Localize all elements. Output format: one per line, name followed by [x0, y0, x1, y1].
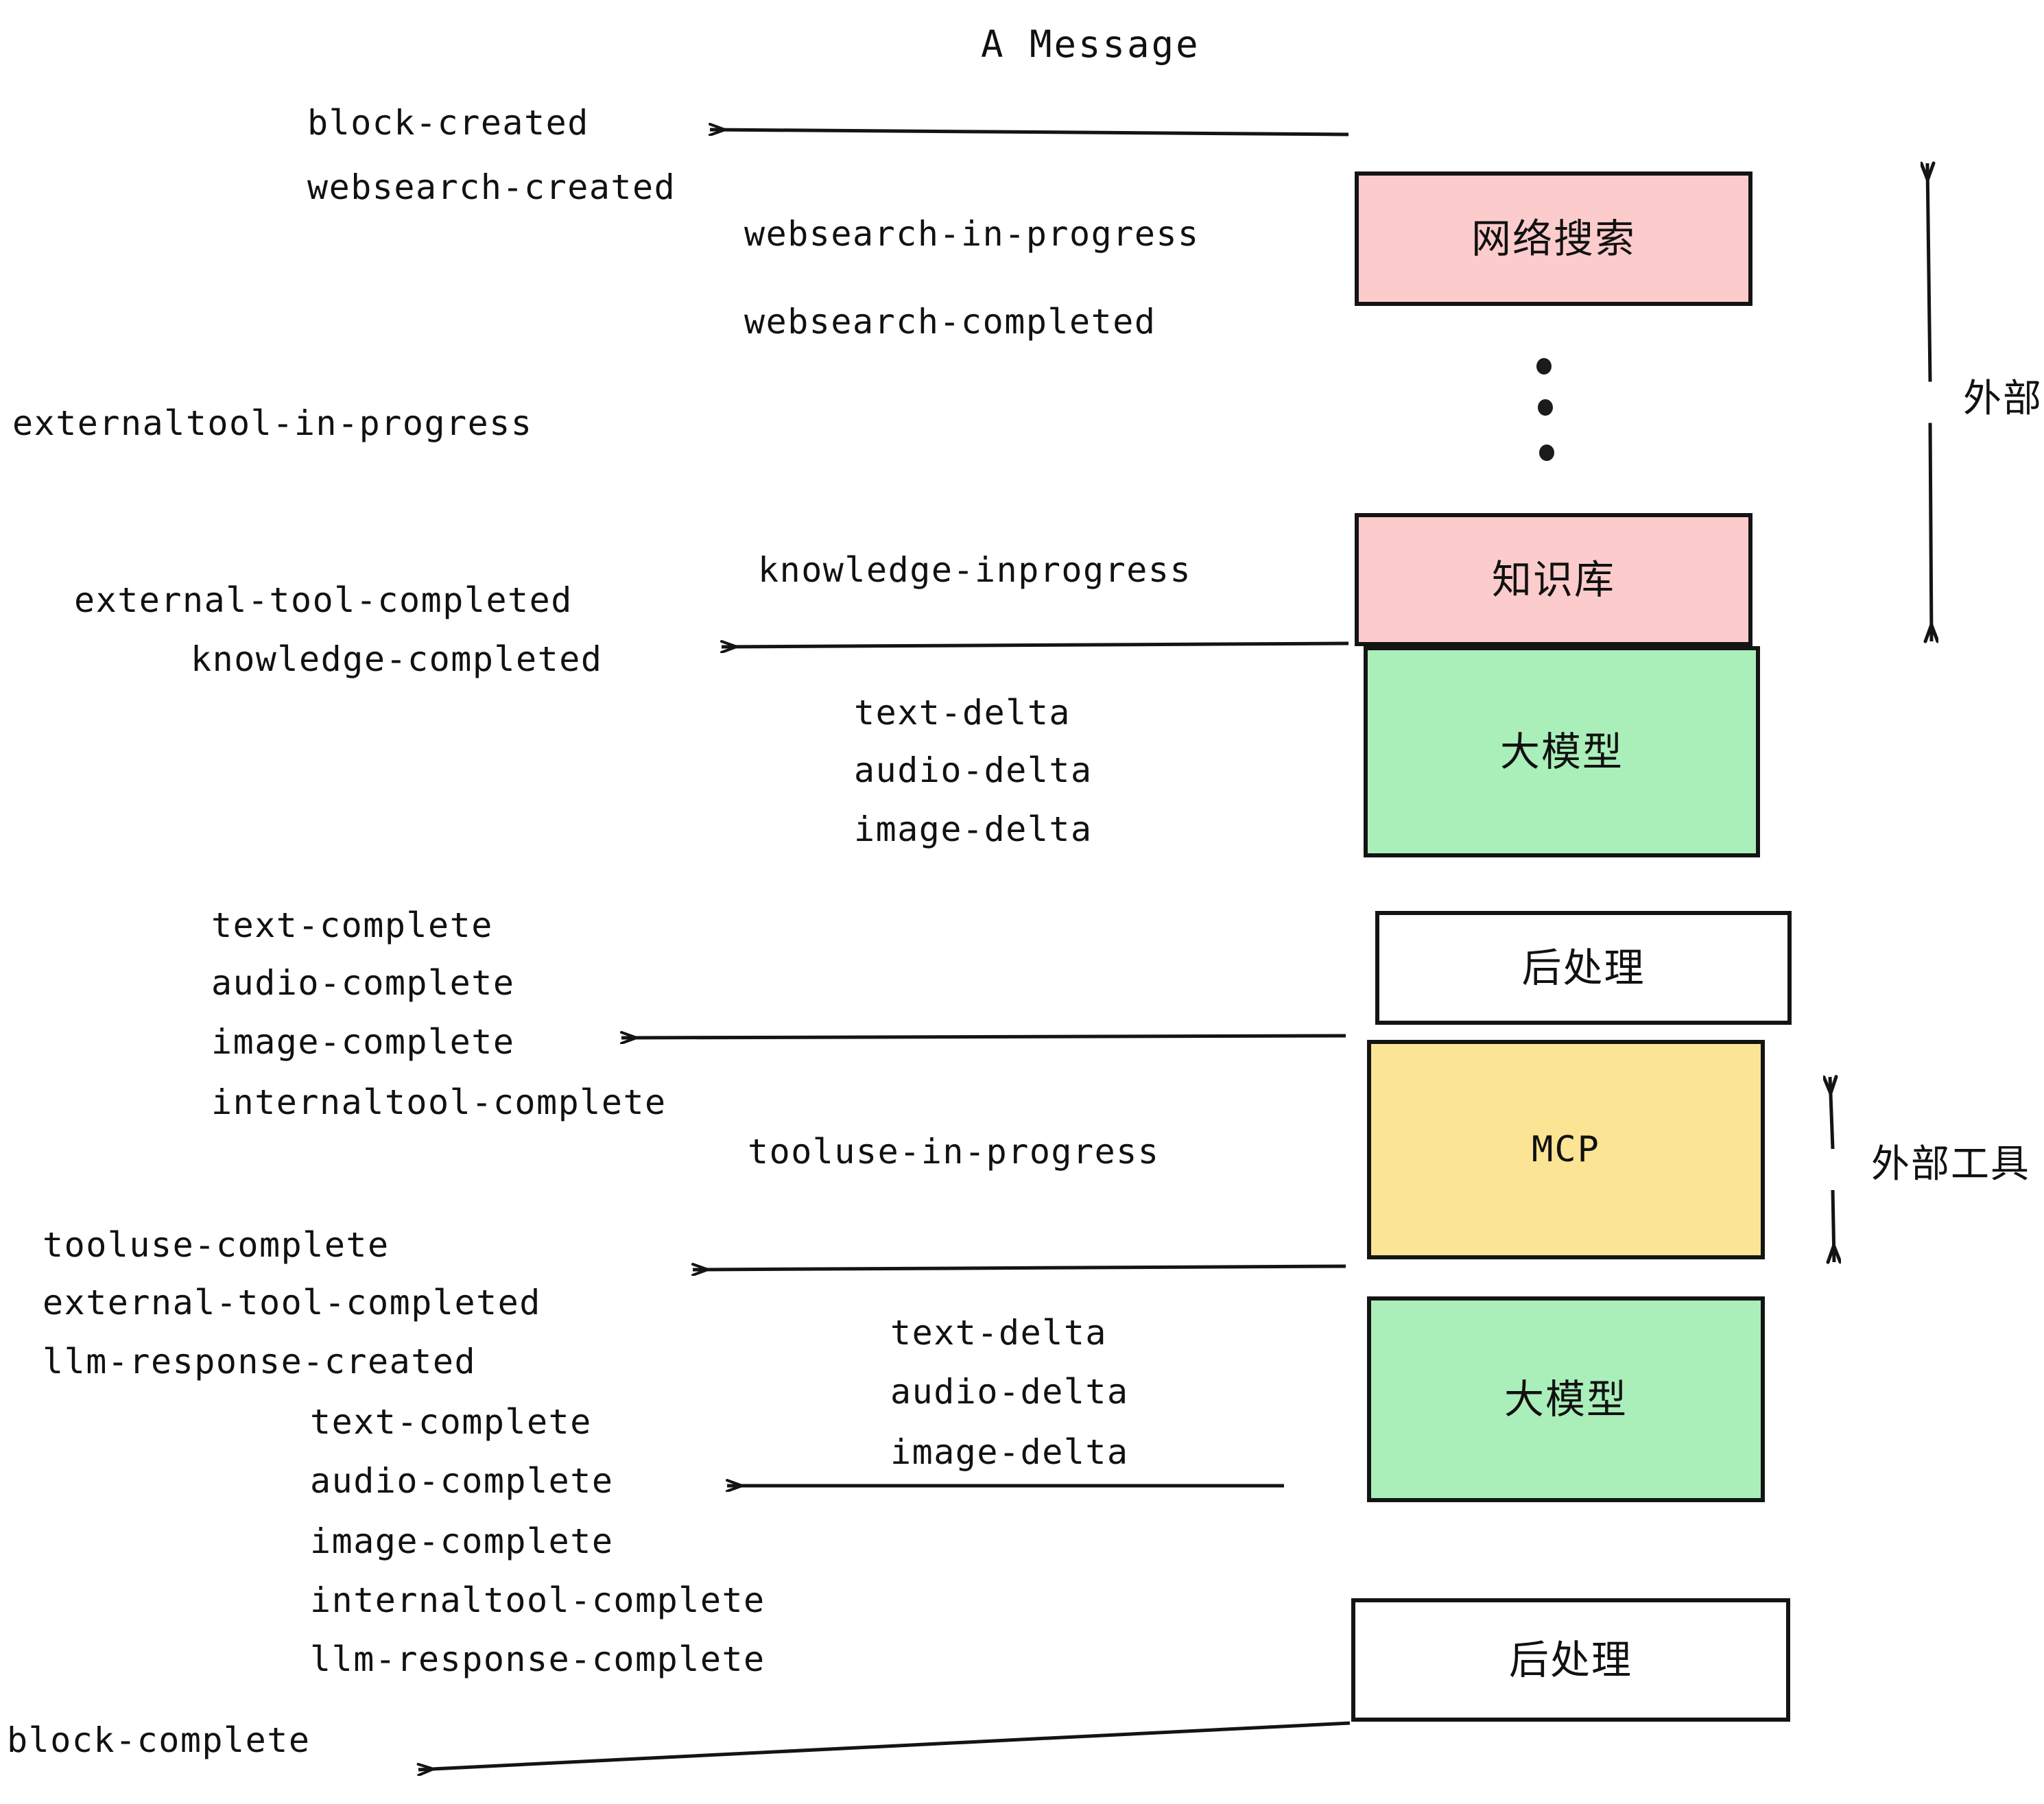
bracket-label-external-tools-top: 外部工具 [1963, 377, 2044, 421]
event-label-internaltool-complete-2: internaltool-complete [310, 1580, 765, 1620]
event-label-audio-delta-1: audio-delta [854, 750, 1093, 790]
event-label-llm-response-complete: llm-response-complete [310, 1639, 765, 1679]
event-label-tooluse-in-progress: tooluse-in-progress [748, 1132, 1160, 1172]
event-label-tooluse-complete: tooluse-complete [43, 1225, 390, 1265]
bracket-arrow-up [1927, 163, 1930, 382]
event-label-audio-delta-2: audio-delta [890, 1372, 1129, 1412]
event-label-externaltool-in-progress: externaltool-in-progress [12, 403, 533, 443]
arrow-image-complete [621, 1036, 1346, 1038]
event-label-knowledge-inprogress: knowledge-inprogress [758, 550, 1192, 590]
bracket-label-external-tools-bottom: 外部工具 [1871, 1142, 2030, 1187]
node-websearch[interactable]: 网络搜索 [1355, 171, 1752, 306]
event-label-external-tool-completed-2: external-tool-completed [43, 1283, 541, 1322]
event-label-websearch-in-progress: websearch-in-progress [744, 214, 1200, 254]
node-llm-1[interactable]: 大模型 [1364, 646, 1760, 857]
arrow-block-complete [418, 1721, 1351, 1770]
ellipsis-dot [1536, 358, 1552, 375]
event-label-block-complete: block-complete [7, 1720, 311, 1760]
event-label-text-complete-1: text-complete [211, 905, 493, 945]
event-label-image-delta-2: image-delta [890, 1432, 1129, 1472]
event-label-knowledge-completed: knowledge-completed [191, 639, 603, 679]
event-label-audio-complete-2: audio-complete [310, 1461, 614, 1501]
node-label: MCP [1532, 1129, 1600, 1170]
node-label: 大模型 [1504, 1376, 1628, 1423]
node-knowledge[interactable]: 知识库 [1355, 513, 1752, 646]
event-label-image-delta-1: image-delta [854, 809, 1093, 849]
ellipsis-dot [1539, 444, 1554, 461]
node-label: 后处理 [1508, 1637, 1632, 1683]
page-title: A Message [981, 23, 1200, 66]
event-label-block-created: block-created [307, 103, 589, 143]
node-postproc-2[interactable]: 后处理 [1351, 1598, 1790, 1722]
event-label-text-complete-2: text-complete [310, 1402, 592, 1442]
event-label-internaltool-complete-1: internaltool-complete [211, 1082, 667, 1122]
bracket-arrow-down [1930, 423, 1932, 642]
node-postproc-1[interactable]: 后处理 [1375, 911, 1792, 1025]
arrow-knowledge-completed [722, 643, 1349, 647]
node-label: 后处理 [1521, 945, 1645, 991]
node-llm-2[interactable]: 大模型 [1367, 1296, 1765, 1502]
event-label-websearch-completed: websearch-completed [744, 302, 1156, 342]
bracket-arrow-down [1833, 1189, 1834, 1262]
event-label-external-tool-completed-1: external-tool-completed [74, 580, 573, 620]
event-label-audio-complete-1: audio-complete [211, 963, 515, 1003]
event-label-text-delta-1: text-delta [854, 693, 1071, 733]
event-label-llm-response-created: llm-response-created [43, 1342, 477, 1381]
event-label-websearch-created: websearch-created [307, 167, 676, 207]
node-label: 知识库 [1491, 556, 1615, 603]
node-mcp[interactable]: MCP [1367, 1040, 1765, 1259]
event-label-image-complete-2: image-complete [310, 1521, 614, 1561]
arrow-block-created [710, 130, 1349, 137]
node-label: 网络搜索 [1471, 215, 1636, 262]
ellipsis-dot [1538, 399, 1553, 416]
node-label: 大模型 [1499, 728, 1624, 775]
bracket-arrow-up [1830, 1077, 1833, 1150]
arrow-tooluse-complete [693, 1266, 1346, 1270]
event-label-text-delta-2: text-delta [890, 1313, 1108, 1353]
event-label-image-complete-1: image-complete [211, 1022, 515, 1062]
